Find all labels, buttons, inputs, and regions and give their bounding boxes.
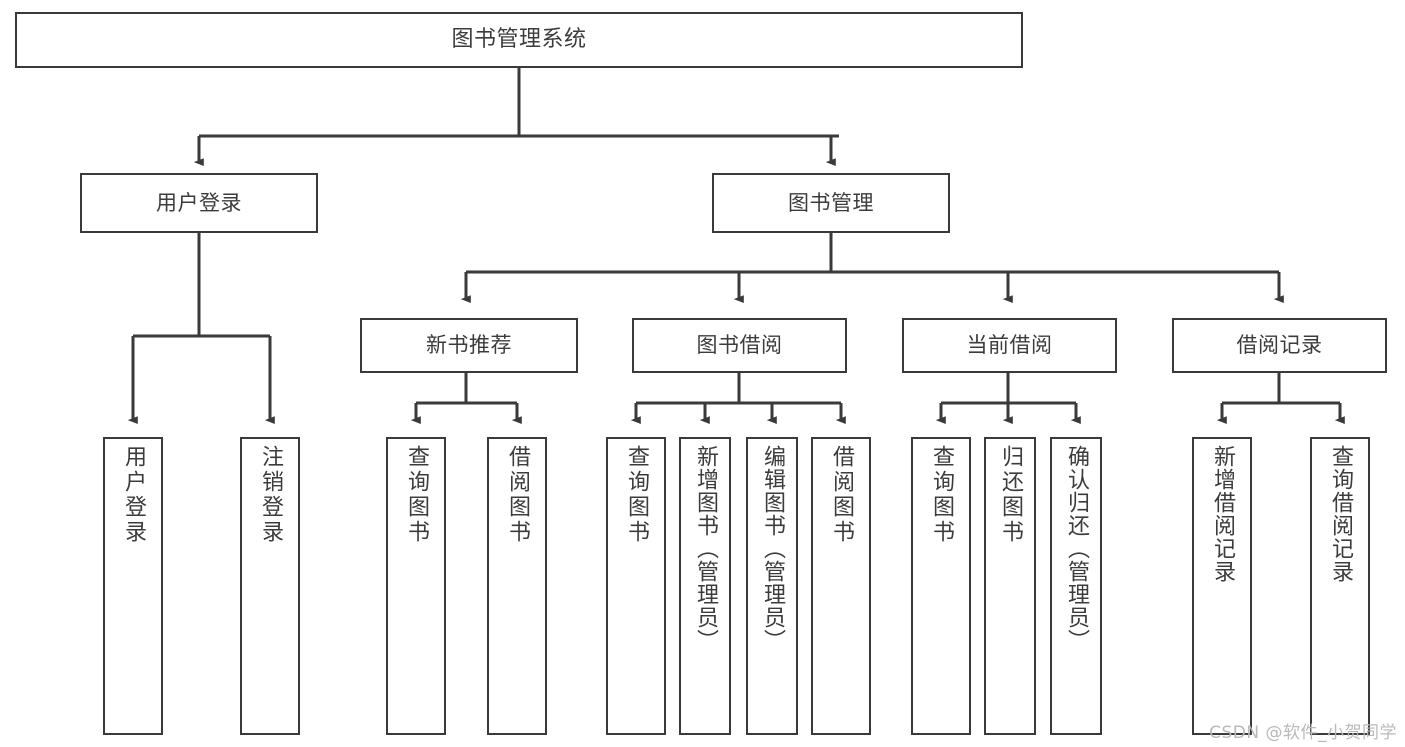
node-leaf-query-book-2-label: 查询图书 <box>624 445 649 545</box>
node-leaf-add-book-label: 新增图书（管理员） <box>693 445 718 652</box>
node-leaf-borrow-book-1-label: 借阅图书 <box>505 445 530 545</box>
node-leaf-query-book-1-label: 查询图书 <box>404 445 429 545</box>
node-new-book-recommend-label: 新书推荐 <box>426 333 512 358</box>
node-user-login[interactable]: 用户登录 <box>80 173 318 233</box>
node-leaf-user-login-label: 用户登录 <box>121 445 146 545</box>
node-leaf-query-book-3-label: 查询图书 <box>929 445 954 545</box>
node-leaf-edit-book[interactable]: 编辑图书（管理员） <box>746 437 798 735</box>
node-leaf-borrow-book-2-label: 借阅图书 <box>829 445 854 545</box>
node-book-management-label: 图书管理 <box>788 190 874 215</box>
node-leaf-user-login[interactable]: 用户登录 <box>103 437 163 735</box>
node-borrow-record-label: 借阅记录 <box>1236 333 1323 358</box>
node-leaf-query-record[interactable]: 查询借阅记录 <box>1310 437 1370 735</box>
node-current-borrow-label: 当前借阅 <box>966 333 1053 358</box>
node-leaf-add-book[interactable]: 新增图书（管理员） <box>679 437 731 735</box>
node-leaf-query-book-3[interactable]: 查询图书 <box>911 437 971 735</box>
node-current-borrow[interactable]: 当前借阅 <box>902 318 1117 373</box>
node-user-login-label: 用户登录 <box>156 190 242 215</box>
node-leaf-query-record-label: 查询借阅记录 <box>1328 445 1353 583</box>
node-new-book-recommend[interactable]: 新书推荐 <box>360 318 578 373</box>
node-leaf-borrow-book-1[interactable]: 借阅图书 <box>487 437 547 735</box>
node-book-borrow-label: 图书借阅 <box>696 333 783 358</box>
node-leaf-return-book[interactable]: 归还图书 <box>984 437 1036 735</box>
node-leaf-add-record-label: 新增借阅记录 <box>1210 445 1235 583</box>
node-leaf-logout[interactable]: 注销登录 <box>240 437 300 735</box>
node-root[interactable]: 图书管理系统 <box>15 12 1023 68</box>
node-leaf-confirm-return[interactable]: 确认归还（管理员） <box>1050 437 1102 735</box>
node-leaf-confirm-return-label: 确认归还（管理员） <box>1064 445 1089 652</box>
node-leaf-add-record[interactable]: 新增借阅记录 <box>1192 437 1252 735</box>
node-leaf-edit-book-label: 编辑图书（管理员） <box>760 445 785 652</box>
node-leaf-query-book-1[interactable]: 查询图书 <box>386 437 446 735</box>
node-leaf-query-book-2[interactable]: 查询图书 <box>606 437 666 735</box>
node-leaf-borrow-book-2[interactable]: 借阅图书 <box>811 437 871 735</box>
csdn-watermark: CSDN @软件_小贺同学 <box>1209 723 1397 743</box>
node-leaf-logout-label: 注销登录 <box>258 445 283 545</box>
node-book-borrow[interactable]: 图书借阅 <box>632 318 847 373</box>
node-book-management[interactable]: 图书管理 <box>712 173 950 233</box>
node-root-label: 图书管理系统 <box>451 27 587 53</box>
node-leaf-return-book-label: 归还图书 <box>998 445 1023 545</box>
node-borrow-record[interactable]: 借阅记录 <box>1172 318 1387 373</box>
